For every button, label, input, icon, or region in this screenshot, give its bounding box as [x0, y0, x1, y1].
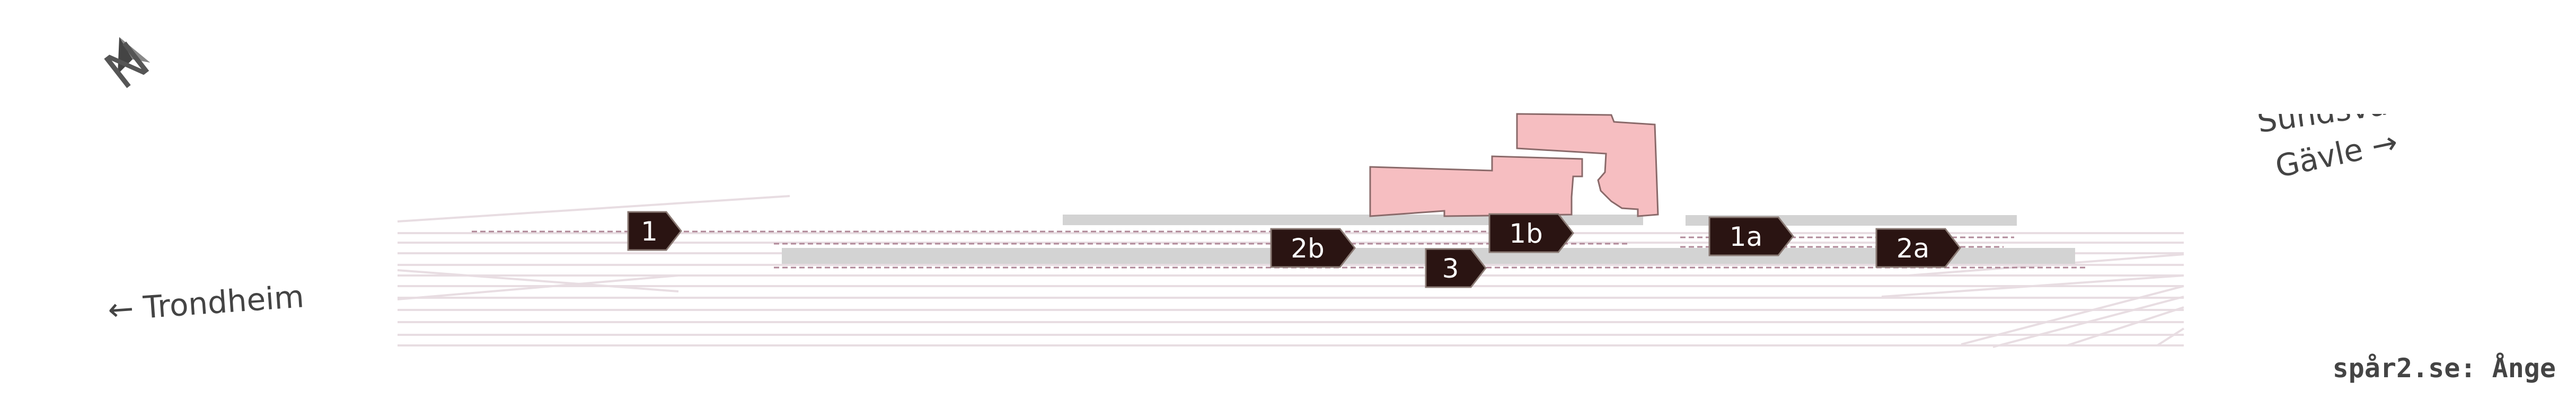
north-arrow: N — [94, 31, 161, 101]
rail-line — [1908, 253, 2184, 277]
rail-line — [2067, 306, 2184, 346]
station-building-west — [1369, 155, 1583, 217]
rail-line — [397, 269, 679, 292]
track-badge-shape — [1708, 216, 1794, 256]
west-destination-label: ← Trondheim — [107, 278, 305, 328]
station-building — [1369, 113, 1659, 217]
rail-line — [1992, 296, 2184, 348]
track-badge-label: 2a — [1896, 233, 1929, 264]
track-badges: 1 2b 1b 3 1a 2a — [627, 211, 1961, 288]
track-badge-shape — [1270, 228, 1356, 268]
rail-line — [1881, 274, 2184, 298]
track-badge-shape — [627, 211, 682, 251]
track-badge-label: 1b — [1509, 218, 1543, 249]
track-badge-shape — [1488, 213, 1574, 253]
north-arrow-inner — [119, 37, 150, 63]
rail-line — [1961, 285, 2184, 345]
track-badge-label: 2b — [1291, 233, 1325, 264]
track-badge-label: 3 — [1442, 253, 1459, 284]
rail-line — [2156, 327, 2185, 346]
track-badge-1a: 1a — [1708, 216, 1794, 256]
rail-line — [397, 274, 679, 300]
attribution: spår2.se: Ånge — [2333, 352, 2556, 384]
track-badge-1b: 1b — [1488, 213, 1574, 253]
north-label: N — [94, 31, 161, 101]
track-badge-shape — [1875, 228, 1961, 268]
track-badge-2b: 2b — [1270, 228, 1356, 268]
track-badge-2a: 2a — [1875, 228, 1961, 268]
label-clip-mask — [2226, 79, 2438, 114]
track-badge-1: 1 — [627, 211, 682, 251]
rail-line — [397, 195, 790, 223]
track-badge-label: 1 — [641, 216, 658, 247]
track-badge-3: 3 — [1425, 248, 1487, 288]
track-badge-shape — [1425, 248, 1487, 288]
track-badge-label: 1a — [1730, 221, 1762, 252]
station-building-east — [1516, 113, 1659, 217]
